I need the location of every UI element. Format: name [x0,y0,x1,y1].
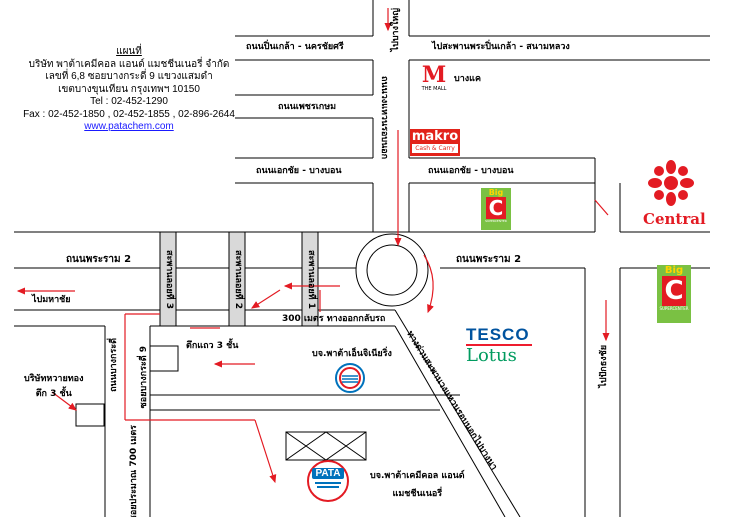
road-label-bangkradi: ถนนบางกระดี่ [109,338,119,392]
bridge-3-label: สะพานลอยที่ 3 [164,250,174,309]
road-label-to-pakthongchai: ไปปักธงชัย [599,345,609,388]
route-arrows [16,8,610,484]
tesco-lotus-logo: TESCO Lotus [466,326,546,365]
company-address-block: แผนที่ บริษัท พาต้าเคมีคอล แอนด์ แมชชีนเ… [6,46,252,134]
waithong-company-label: บริษัทหวายทอง ตึก 3 ชั้น [24,374,84,399]
bigc-logo-right: Big C SUPERCENTER [657,265,691,323]
pata-engineering-label: บจ.พาต้าเอ็นจิเนียริ่ง [312,349,392,359]
road-label-phetkasem: ถนนเพชรเกษม [278,102,337,112]
shophouse-label: ตึกแถว 3 ชั้น [186,341,239,351]
road-lines [14,0,710,517]
company-name: บริษัท พาต้าเคมีคอล แอนด์ แมชชีนเนอรี่ จ… [28,58,230,70]
central-emblem-icon [648,160,694,206]
map-heading: แผนที่ [116,46,142,57]
makro-logo: makro Cash & Carry [410,129,460,156]
the-mall-label: บางแค [454,74,481,84]
bigc-logo-left: Big C SUPERCENTER [481,188,511,230]
bridge-2-label: สะพานลอยที่ 2 [233,250,243,309]
central-logo: Central [643,160,706,228]
fax: Fax : 02-452-1850 , 02-452-1855 , 02-896… [23,108,235,120]
road-label-ekachai-right: ถนนเอกชัย - บางบอน [428,166,514,176]
pata-company-label: บจ.พาต้าเคมีคอล แอนด์ แมชชีนเนอรี่ [370,471,465,499]
website-link[interactable]: www.patachem.com [84,121,174,132]
road-label-pinklao-bridge: ไปสะพานพระปิ่นเกล้า - สนามหลวง [432,42,570,52]
road-label-to-bangyai: ไปบางใหญ่ [391,8,401,52]
pata-logo: PATA [307,460,349,502]
bridge-1-label: สะพานลอยที่ 1 [306,250,316,309]
road-label-outer-ring: ถนนวงแหวนรอบนอก [379,76,389,160]
telephone: Tel : 02-452-1290 [90,96,168,107]
road-label-ekachai-left: ถนนเอกชัย - บางบอน [256,166,342,176]
road-label-rama2-left: ถนนพระราม 2 [66,254,132,265]
uturn-label: 300 เมตร ทางออกกลับรถ [282,314,386,324]
the-mall-logo: M THE MALL [421,62,447,92]
address-line-2: เขตบางขุนเทียน กรุงเทพฯ 10150 [58,83,200,95]
road-label-rama2-right: ถนนพระราม 2 [456,254,522,265]
distance-700m-label: เข้าซอยประมาณ 700 เมตร [129,425,139,517]
address-line-1: เลขที่ 6,8 ซอยบางกระดี่ 9 แขวงแสมดำ [45,71,213,82]
road-label-pinklao: ถนนปิ่นเกล้า - นครชัยศรี [246,42,344,52]
road-label-to-mahachai: ไปมหาชัย [32,295,71,305]
road-label-soi9: ซอยบางกระดี่ 9 [139,346,149,409]
pata-engineering-logo-icon [335,363,365,393]
